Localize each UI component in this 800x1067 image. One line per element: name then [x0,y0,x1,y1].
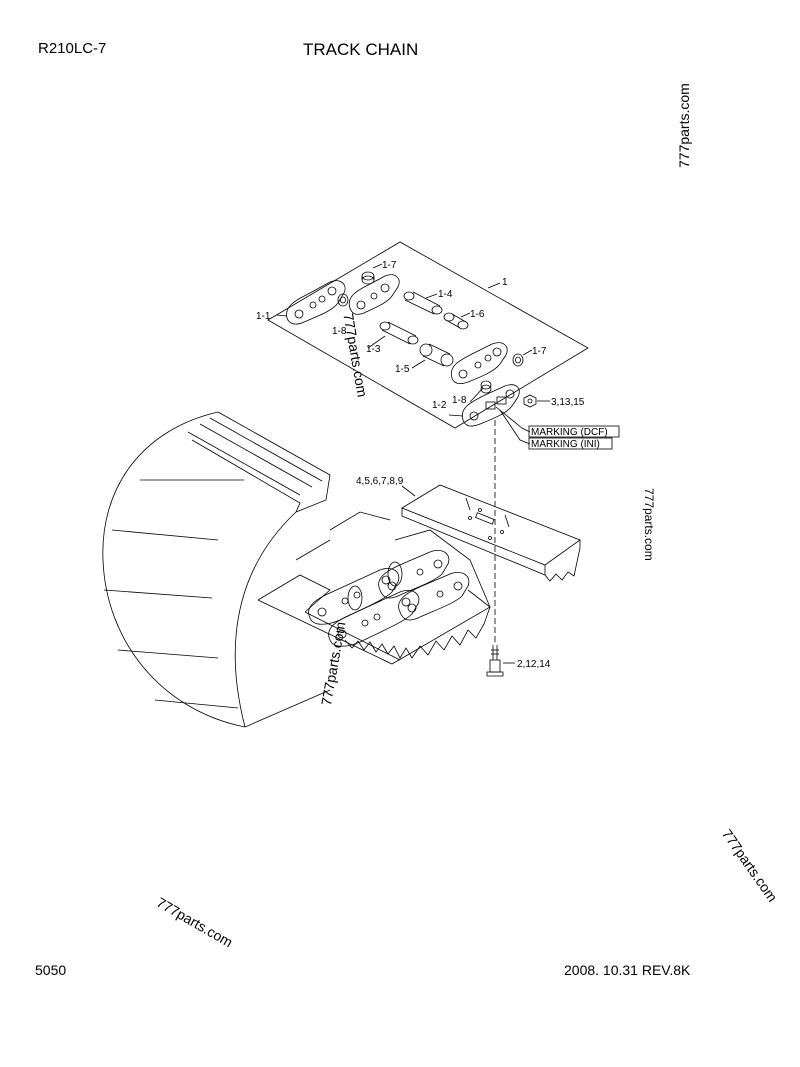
track-shoe-plate [401,484,581,582]
seal-1-8-top [337,293,349,307]
marking-ini-box [528,437,613,450]
revision-date: 2008. 10.31 REV.8K [564,962,691,978]
label-1-8-top: 1-8 [332,326,347,337]
marking-dcf-box [528,425,620,438]
label-1-5: 1-5 [395,364,410,375]
link-upper-right [348,274,400,315]
marking-ini-label: MARKING (INI) [531,439,600,450]
label-1-7-top: 1-7 [382,260,397,271]
label-1-6: 1-6 [470,309,485,320]
link-middle-right [450,342,508,385]
marking-dcf-label: MARKING (DCF) [531,427,608,438]
label-assembly-1: 1 [502,277,508,288]
link-1-1 [286,280,346,325]
bushing-1-7-right [512,353,524,367]
pin-1-4 [403,291,443,315]
label-shoe: 4,5,6,7,8,9 [356,476,404,487]
label-1-3: 1-3 [366,344,381,355]
label-1-8-lower: 1-8 [452,395,467,406]
assembly-frame [267,241,589,429]
watermark-top-right: 777parts.com [676,83,692,168]
link-1-2 [461,384,520,427]
bushing-1-5 [419,343,454,367]
label-nut: 3,13,15 [551,397,585,408]
page-number: 5050 [35,962,67,978]
label-1-1: 1-1 [256,311,271,322]
label-1-4: 1-4 [438,289,453,300]
label-bolt: 2,12,14 [517,659,551,670]
watermark-right-middle: 777parts.com [642,488,656,561]
label-1-7-right: 1-7 [532,346,547,357]
pin-1-3 [379,321,419,345]
seal-1-8-lower [480,380,492,394]
model-code: R210LC-7 [38,40,107,57]
track-assembly [102,411,491,728]
page-title: TRACK CHAIN [303,40,419,59]
nut-3-13-15 [523,394,537,408]
shoe-bolt [486,645,504,677]
bushing-1-6 [443,312,469,330]
label-1-2: 1-2 [432,400,447,411]
bushing-1-7-top [361,271,375,285]
